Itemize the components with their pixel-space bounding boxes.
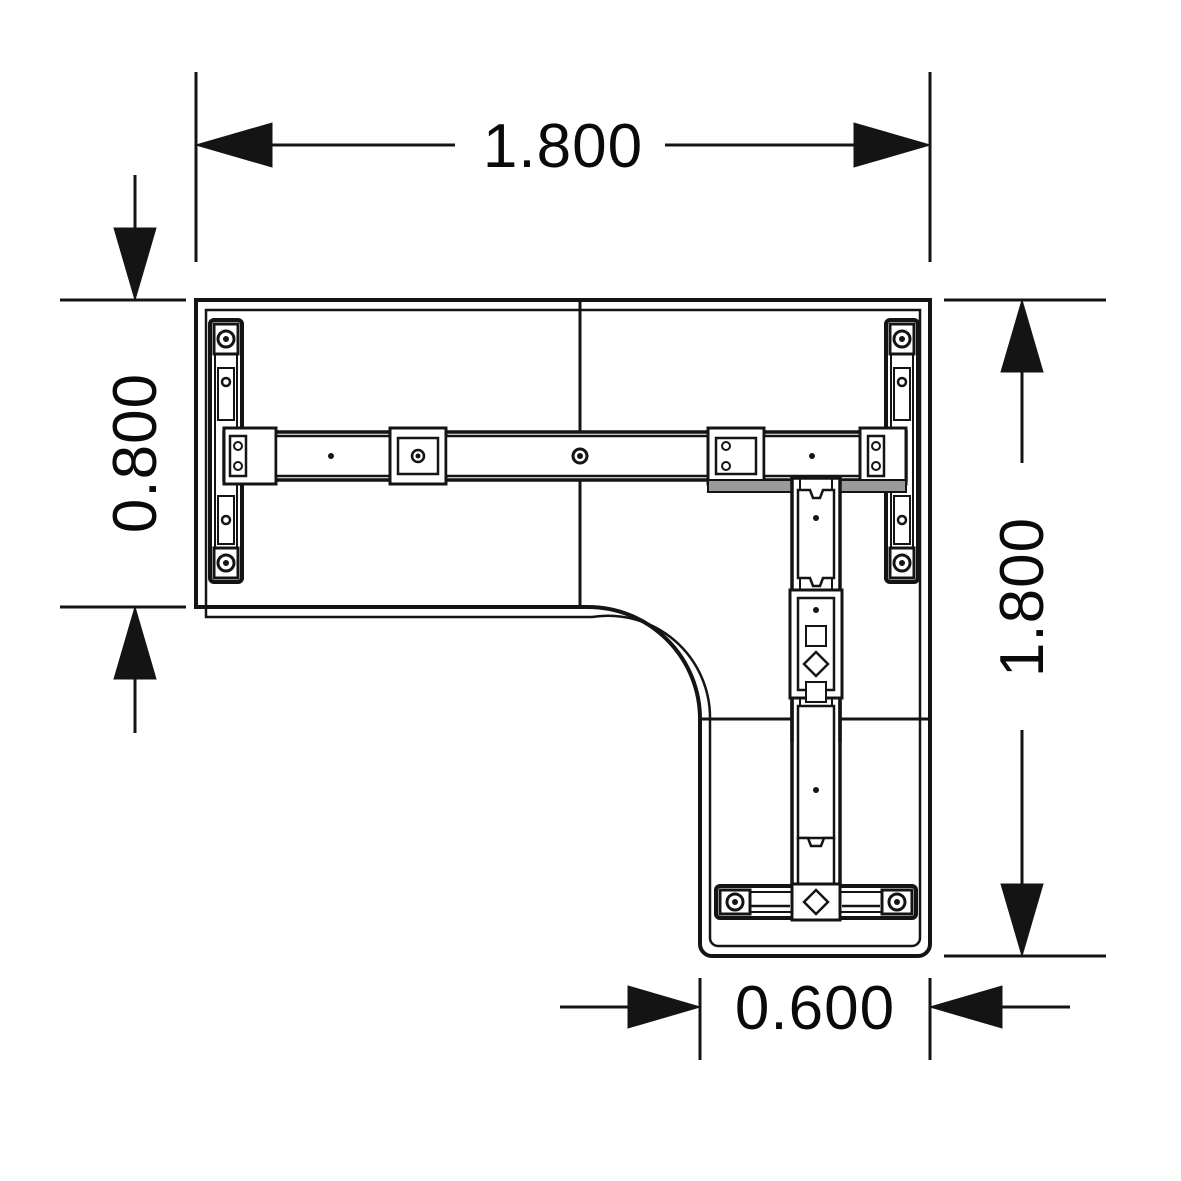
left-foot-bottom-hole-center: [223, 560, 229, 566]
return-beam-lower-notch: [796, 836, 836, 888]
return-beam-section-upper: [796, 488, 836, 588]
arrowhead-right-bottom: [1000, 883, 1044, 958]
return-foot-assembly: [714, 882, 918, 922]
main-beam-right-bracket-hole-a: [871, 441, 881, 451]
dimension-left-label: 0.800: [101, 373, 170, 533]
main-beam-right-bracket-hole-b: [871, 461, 881, 471]
return-beam-coupler-lug-2: [805, 681, 827, 703]
main-beam-coupler-left-hole-center: [415, 453, 421, 459]
main-beam-section-2-pin: [809, 453, 815, 459]
dimension-right: [944, 298, 1106, 958]
arrowhead-bottom-left: [627, 985, 702, 1029]
left-foot-top-hole-center: [223, 336, 229, 342]
right-foot-upper-pin: [896, 376, 908, 388]
right-foot-bottom-hole-center: [899, 560, 905, 566]
dimension-top-label: 1.800: [483, 112, 643, 181]
arrowhead-left-bottom: [113, 605, 157, 680]
beam-center-mark-dot: [577, 453, 583, 459]
return-beam-section-lower: [796, 704, 836, 840]
arrowhead-top-left: [194, 122, 273, 168]
main-beam-left-bracket-hole-b: [233, 461, 243, 471]
return-beam-lower-pin: [813, 787, 819, 793]
arrowhead-top-right: [853, 122, 932, 168]
return-beam-coupler-diamond: [802, 650, 830, 678]
main-beam-coupler-right-hole-b: [721, 461, 731, 471]
main-beam-coupler-right-hole-a: [721, 441, 731, 451]
main-beam-section-1-pin: [328, 453, 334, 459]
right-foot-top-hole-center: [899, 336, 905, 342]
main-beam-left-bracket-hole-a: [233, 441, 243, 451]
return-foot-left-hole-center: [732, 899, 738, 905]
dimension-top: [194, 72, 932, 262]
return-beam-coupler-pin: [813, 607, 819, 613]
left-foot-upper-detail: [217, 367, 235, 421]
left-foot-upper-pin: [220, 376, 232, 388]
left-foot-lower-pin: [220, 514, 232, 526]
return-foot-right-hole-center: [894, 899, 900, 905]
right-foot-upper-detail: [893, 367, 911, 421]
return-beam-upper-pin: [813, 515, 819, 521]
main-beam-section-1: [274, 434, 392, 478]
return-beam-assembly: [788, 476, 844, 908]
dimension-bottom: [560, 978, 1070, 1060]
dimension-bottom-label: 0.600: [735, 974, 895, 1043]
arrowhead-left-top: [113, 227, 157, 302]
main-cross-beam-assembly: [222, 426, 908, 493]
dimension-left: [60, 175, 186, 733]
return-beam-coupler-lug: [805, 625, 827, 647]
desktop-inner-edge: [204, 308, 922, 948]
overhang-details: [790, 700, 842, 742]
frame-hardware-group: [208, 318, 920, 922]
arrowhead-right-top: [1000, 298, 1044, 373]
return-foot-center-diamond: [802, 888, 830, 916]
right-foot-lower-pin: [896, 514, 908, 526]
dimension-right-label: 1.800: [988, 517, 1057, 677]
arrowhead-bottom-right: [928, 985, 1003, 1029]
